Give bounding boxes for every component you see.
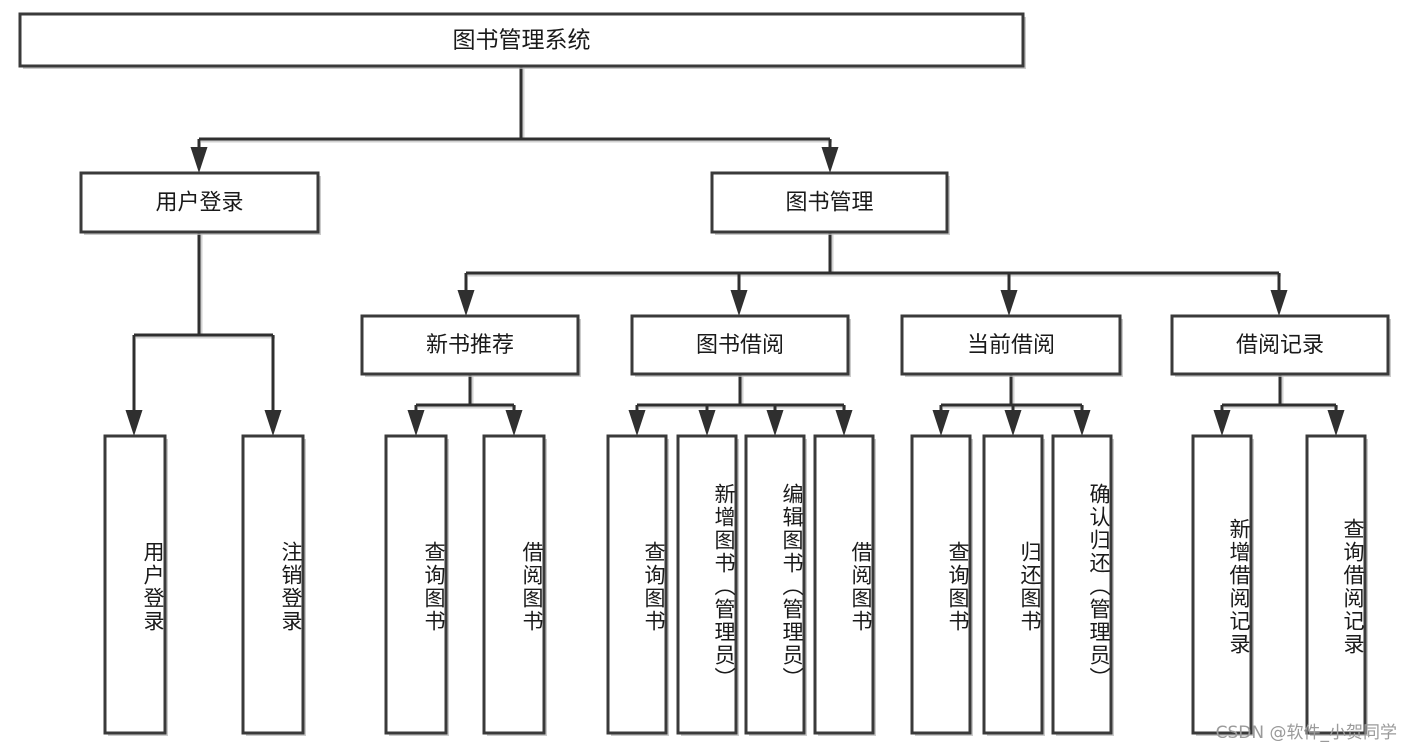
connector-shadow <box>1224 376 1338 409</box>
node-box-outline[interactable] <box>1170 314 1390 376</box>
connector-user-login-to-leaves <box>125 232 282 436</box>
node-box-outline[interactable] <box>813 434 875 735</box>
node-leaf-新增借阅记录[interactable] <box>1191 434 1254 736</box>
node-level3-新书推荐[interactable]: 新书推荐 <box>360 314 581 377</box>
node-box-outline[interactable] <box>241 434 305 735</box>
node-leaf-查询图书[interactable] <box>384 434 449 736</box>
node-box-outline[interactable] <box>910 434 972 735</box>
arrow-head-icon <box>1327 410 1345 436</box>
node-root-图书管理系统[interactable]: 图书管理系统 <box>18 12 1026 69</box>
node-leaf-借阅图书[interactable] <box>813 434 876 736</box>
node-box-outline[interactable] <box>482 434 546 735</box>
node-box-outline[interactable] <box>1051 434 1113 735</box>
node-level3-图书借阅[interactable]: 图书借阅 <box>630 314 851 377</box>
node-leaf-查询图书[interactable] <box>606 434 669 736</box>
connector-book-manage-to-level3 <box>457 232 1288 316</box>
connector-root-to-level2 <box>190 66 839 173</box>
arrow-head-icon <box>264 410 282 436</box>
arrow-head-icon <box>766 410 784 436</box>
arrow-head-icon <box>628 410 646 436</box>
arrow-head-icon <box>505 410 523 436</box>
node-box-outline[interactable] <box>79 171 320 234</box>
node-level2-用户登录[interactable]: 用户登录 <box>79 171 321 235</box>
connector-shadow <box>201 68 832 143</box>
node-box-outline[interactable] <box>18 12 1025 68</box>
node-leaf-查询图书[interactable] <box>910 434 973 736</box>
node-leaf-新增图书（管理员）[interactable] <box>676 434 739 736</box>
connector-new-book-to-leaves <box>407 374 523 436</box>
arrow-head-icon <box>835 410 853 436</box>
connector-shadow <box>136 234 275 339</box>
node-leaf-归还图书[interactable] <box>982 434 1045 736</box>
connector-borrow-record-to-leaves <box>1213 374 1345 436</box>
connector-shadow <box>418 376 516 409</box>
node-box-outline[interactable] <box>606 434 668 735</box>
node-label: 借阅记录 <box>1236 333 1324 358</box>
node-box-outline[interactable] <box>710 171 949 234</box>
node-box-outline[interactable] <box>982 434 1044 735</box>
node-leaf-借阅图书[interactable] <box>482 434 547 736</box>
node-box-outline[interactable] <box>384 434 448 735</box>
arrow-head-icon <box>821 147 839 173</box>
node-box-outline[interactable] <box>1191 434 1253 735</box>
arrow-head-icon <box>698 410 716 436</box>
node-leaf-确认归还（管理员）[interactable] <box>1051 434 1114 736</box>
connector-current-borrow-to-leaves <box>932 374 1091 436</box>
node-level3-当前借阅[interactable]: 当前借阅 <box>900 314 1123 377</box>
connector-shadow <box>639 376 846 409</box>
node-label: 新书推荐 <box>426 333 514 358</box>
connector-book-borrow-to-leaves <box>628 374 853 436</box>
arrow-head-icon <box>1004 410 1022 436</box>
node-box-outline[interactable] <box>744 434 806 735</box>
node-box-outline[interactable] <box>360 314 580 376</box>
node-leaf-注销登录[interactable] <box>241 434 306 736</box>
arrow-head-icon <box>932 410 950 436</box>
arrow-head-icon <box>1073 410 1091 436</box>
node-level3-借阅记录[interactable]: 借阅记录 <box>1170 314 1391 377</box>
node-level2-图书管理[interactable]: 图书管理 <box>710 171 950 235</box>
node-box-outline[interactable] <box>630 314 850 376</box>
arrow-head-icon <box>125 410 143 436</box>
node-leaf-编辑图书（管理员）[interactable] <box>744 434 807 736</box>
arrow-head-icon <box>1000 290 1018 316</box>
node-label: 用户登录 <box>155 191 243 216</box>
connector-shadow <box>468 234 1281 277</box>
node-box-outline[interactable] <box>1305 434 1367 735</box>
node-leaf-查询借阅记录[interactable] <box>1305 434 1368 736</box>
node-label: 图书管理系统 <box>453 28 591 54</box>
connector-shadow <box>943 376 1084 409</box>
arrow-head-icon <box>190 147 208 173</box>
arrow-head-icon <box>407 410 425 436</box>
node-label: 当前借阅 <box>967 333 1055 358</box>
connectors-layer <box>125 66 1345 436</box>
node-label: 图书借阅 <box>696 333 784 358</box>
node-leaf-用户登录[interactable] <box>103 434 168 736</box>
arrow-head-icon <box>457 290 475 316</box>
node-box-outline[interactable] <box>676 434 738 735</box>
node-box-outline[interactable] <box>900 314 1122 376</box>
arrow-head-icon <box>1213 410 1231 436</box>
arrow-head-icon <box>1270 290 1288 316</box>
node-label: 图书管理 <box>785 191 873 216</box>
arrow-head-icon <box>730 290 748 316</box>
node-box-outline[interactable] <box>103 434 167 735</box>
